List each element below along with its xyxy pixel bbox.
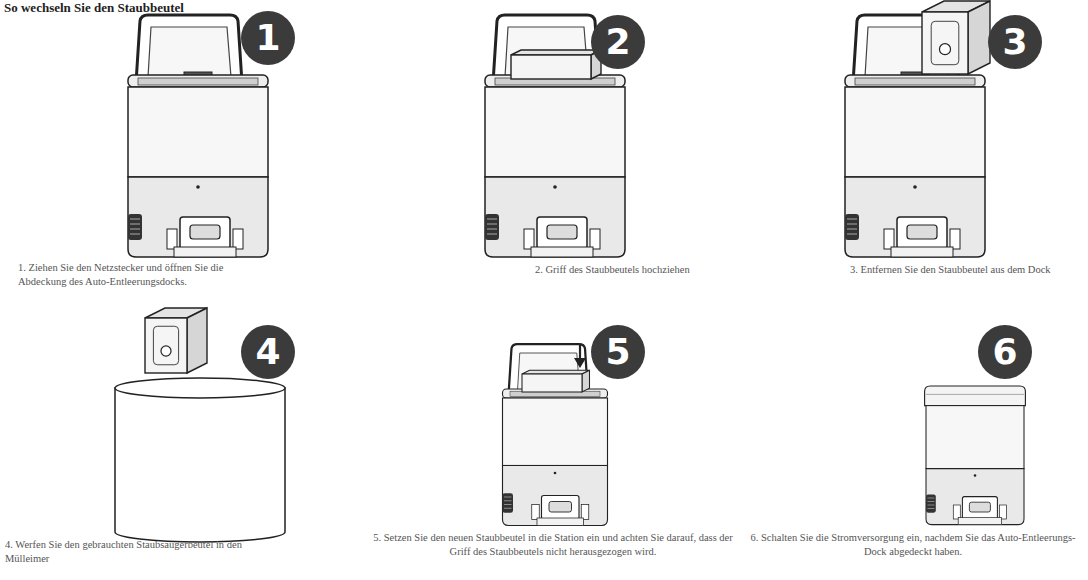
page-title: So wechseln Sie den Staubbeutel [4,0,184,15]
step-badge: 5 [591,325,645,379]
step-number: 2 [605,24,630,60]
step-caption: 6. Schalten Sie die Stromversorgung ein,… [743,531,1083,559]
step-number: 6 [992,334,1017,370]
step-badge: 1 [241,11,295,65]
step-number: 4 [255,334,280,370]
auto-empty-dock [503,344,608,526]
step-caption: 3. Entfernen Sie den Staubbeutel aus dem… [850,263,1051,277]
step-badge: 6 [978,325,1032,379]
dust-bag [145,308,207,373]
step-caption: 2. Griff des Staubbeutels hochziehen [535,263,690,277]
step-number: 1 [255,20,280,56]
step-badge: 4 [241,325,295,379]
step-badge: 2 [591,15,645,69]
step-caption: 1. Ziehen Sie den Netzstecker und öffnen… [18,261,250,289]
step-caption: 5. Setzen Sie den neuen Staubbeutel in d… [366,531,740,559]
step-number: 5 [605,334,630,370]
step-badge: 3 [988,15,1042,69]
step-number: 3 [1002,24,1027,60]
dust-bag [522,370,590,392]
trash-can [115,378,285,542]
step-caption: 4. Werfen Sie den gebrauchten Staubsauge… [5,538,267,566]
dust-bag [922,1,990,74]
auto-empty-dock [925,386,1026,525]
dust-bag [511,50,601,79]
down-arrow [574,344,586,368]
